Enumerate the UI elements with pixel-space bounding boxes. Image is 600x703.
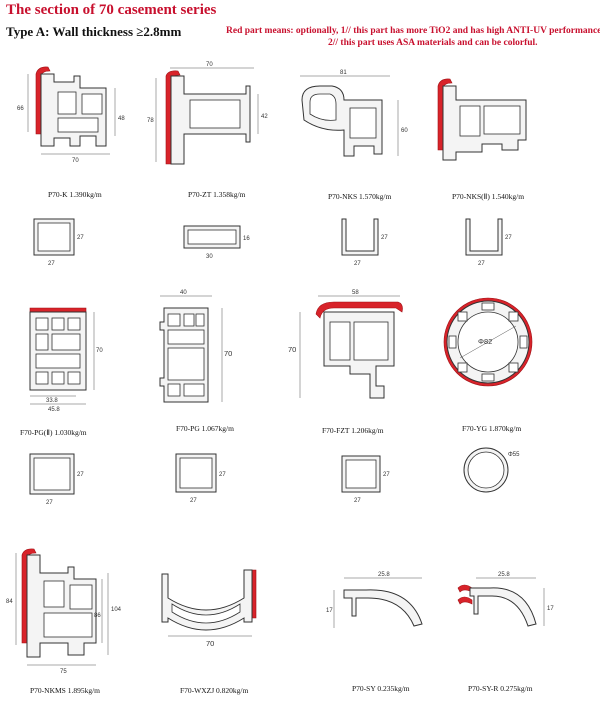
dim-label: 27 xyxy=(77,472,84,478)
dim-label: 60 xyxy=(401,128,408,134)
dim-label: 48 xyxy=(118,116,125,122)
dim-label: 75 xyxy=(60,669,67,675)
profile-f70-pg-drawing: 40 70 xyxy=(159,290,232,403)
dim-label: 27 xyxy=(478,261,485,267)
profile-f70-wxzj-drawing: 70 xyxy=(161,569,257,648)
profile-caption: F70-WXZJ 0.820kg/m xyxy=(180,686,249,695)
dim-label: 27 xyxy=(190,498,197,504)
dim-label: 58 xyxy=(352,290,359,296)
page-title: The section of 70 casement series xyxy=(6,2,217,18)
dim-label: 33.8 xyxy=(46,398,58,404)
dim-label: 27 xyxy=(48,261,55,267)
dim-label: 16 xyxy=(243,236,250,242)
profile-f70-fzt-drawing: 58 70 xyxy=(288,290,403,399)
dim-label: 27 xyxy=(77,235,84,241)
steel-round-tube: Φ55 xyxy=(463,447,520,493)
dim-label: 78 xyxy=(147,118,154,124)
dim-label: 27 xyxy=(505,235,512,241)
steel-rect-tube: 16 30 xyxy=(183,225,250,260)
dim-label: 86 xyxy=(94,613,101,619)
dim-label: 70 xyxy=(206,62,213,68)
profile-p70-sy-r-drawing: 25.8 17 xyxy=(457,572,554,627)
dim-label: 27 xyxy=(46,500,53,506)
dim-label: 70 xyxy=(96,348,103,354)
dim-label: 45.8 xyxy=(48,407,60,413)
profile-f70-yg-drawing: Φ82 xyxy=(443,297,533,387)
red-part-note-line2: 2// this part uses ASA materials and can… xyxy=(328,38,538,48)
dim-label: 70 xyxy=(72,158,79,164)
dim-label: 70 xyxy=(288,345,296,354)
profile-caption: P70-ZT 1.358kg/m xyxy=(188,190,246,199)
profile-caption: P70-SY-R 0.275kg/m xyxy=(468,684,533,693)
profile-caption: P70-SY 0.235kg/m xyxy=(352,684,410,693)
dim-label: 84 xyxy=(6,599,13,605)
profile-p70-nks2-drawing xyxy=(437,78,527,161)
dim-label: 27 xyxy=(381,235,388,241)
profile-caption: P70-NKS 1.570kg/m xyxy=(328,192,392,201)
profile-p70-sy-drawing: 25.8 17 xyxy=(326,572,423,628)
steel-u-channel: 27 27 xyxy=(465,218,512,267)
dim-label: Φ82 xyxy=(478,337,492,346)
dim-label: 27 xyxy=(219,472,226,478)
profile-caption: F70-YG 1.870kg/m xyxy=(462,424,522,433)
red-part-note-line1: Red part means: optionally, 1// this par… xyxy=(226,26,600,36)
profile-caption: P70-NKS(Ⅱ) 1.540kg/m xyxy=(452,192,525,201)
dim-label: 17 xyxy=(547,606,554,612)
steel-u-channel: 27 27 xyxy=(341,218,388,267)
dim-label: 27 xyxy=(383,472,390,478)
dim-label: 27 xyxy=(354,498,361,504)
steel-square-tube: 27 27 xyxy=(29,453,84,506)
steel-square-tube: 27 27 xyxy=(341,455,390,504)
dim-label: 40 xyxy=(180,290,187,296)
dim-label: 30 xyxy=(206,254,213,260)
dim-label: 27 xyxy=(354,261,361,267)
dim-label: 66 xyxy=(17,106,24,112)
profile-caption: F70-PG 1.067kg/m xyxy=(176,424,234,433)
dim-label: 104 xyxy=(111,607,122,613)
profile-caption: F70-FZT 1.206kg/m xyxy=(322,426,384,435)
profile-p70-nks-drawing: 81 60 xyxy=(300,70,408,157)
profile-p70-zt-drawing: 70 78 42 xyxy=(147,62,268,165)
profile-p70-k-drawing: 66 48 70 xyxy=(17,66,125,164)
profile-caption: F70-PG(Ⅱ) 1.030kg/m xyxy=(20,428,87,437)
dim-label: Φ55 xyxy=(508,452,520,458)
dim-label: 25.8 xyxy=(498,572,510,578)
profile-p70-nkms-drawing: 84 104 86 75 xyxy=(6,548,122,675)
dim-label: 70 xyxy=(224,349,232,358)
dim-label: 17 xyxy=(326,608,333,614)
dim-label: 25.8 xyxy=(378,572,390,578)
profile-caption: P70-NKMS 1.895kg/m xyxy=(30,686,101,695)
type-label: Type A: Wall thickness ≥2.8mm xyxy=(6,24,182,39)
dim-label: 70 xyxy=(206,639,214,648)
profile-f70-pg2-drawing: 70 33.8 45.8 xyxy=(29,307,103,413)
steel-square-tube: 27 27 xyxy=(175,453,226,504)
profile-caption: P70-K 1.390kg/m xyxy=(48,190,102,199)
dim-label: 42 xyxy=(261,114,268,120)
steel-square-tube: 27 27 xyxy=(33,218,84,267)
dim-label: 81 xyxy=(340,70,347,76)
